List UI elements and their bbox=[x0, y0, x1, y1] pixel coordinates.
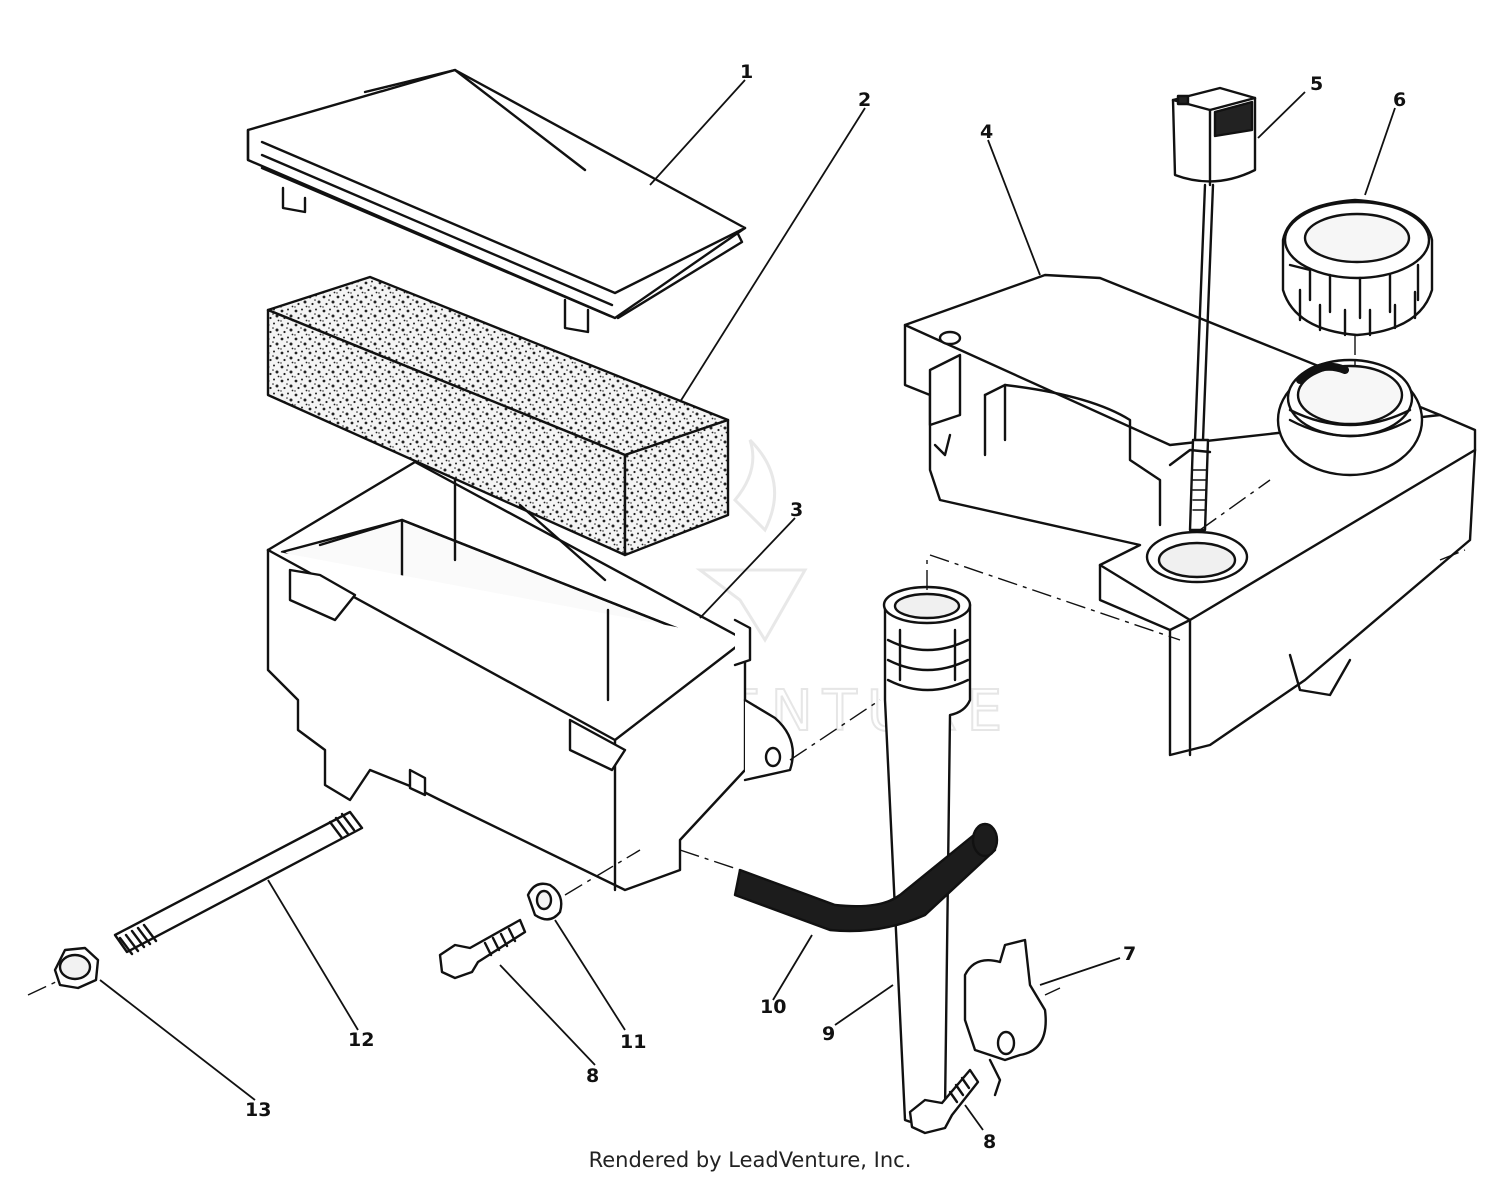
callout-11: 11 bbox=[620, 1031, 646, 1053]
assembly-centerlines bbox=[27, 335, 1466, 996]
callout-1: 1 bbox=[740, 61, 753, 83]
part-bracket bbox=[963, 938, 1047, 1097]
callout-8-left: 8 bbox=[586, 1065, 599, 1087]
part-air-cleaner-cover bbox=[246, 68, 747, 334]
callout-10: 10 bbox=[760, 996, 786, 1018]
part-bolt-left bbox=[438, 918, 527, 980]
callout-5: 5 bbox=[1310, 73, 1323, 95]
part-fuel-cap bbox=[1281, 198, 1434, 337]
callouts: 1 2 3 4 5 6 7 8 8 9 10 11 12 13 bbox=[245, 61, 1406, 1153]
callout-6: 6 bbox=[1393, 89, 1406, 111]
part-hose bbox=[733, 822, 999, 933]
callout-9: 9 bbox=[822, 1023, 835, 1045]
part-nut bbox=[53, 946, 100, 990]
part-fuel-tube bbox=[882, 585, 972, 1125]
callout-3: 3 bbox=[790, 499, 803, 521]
part-bolt-right bbox=[908, 1068, 980, 1135]
callout-2: 2 bbox=[858, 89, 871, 111]
callout-12: 12 bbox=[348, 1029, 374, 1051]
part-washer bbox=[526, 882, 563, 921]
callout-13: 13 bbox=[245, 1099, 271, 1121]
callout-8-right: 8 bbox=[983, 1131, 996, 1153]
callout-4: 4 bbox=[980, 121, 993, 143]
part-air-cleaner-base bbox=[266, 460, 795, 892]
part-stud bbox=[113, 810, 364, 956]
callout-leaders bbox=[99, 79, 1396, 1131]
footer-credit: Rendered by LeadVenture, Inc. bbox=[588, 1148, 912, 1172]
part-dipstick bbox=[1168, 86, 1257, 532]
part-foam-filter-element bbox=[266, 275, 730, 557]
callout-7: 7 bbox=[1123, 943, 1136, 965]
